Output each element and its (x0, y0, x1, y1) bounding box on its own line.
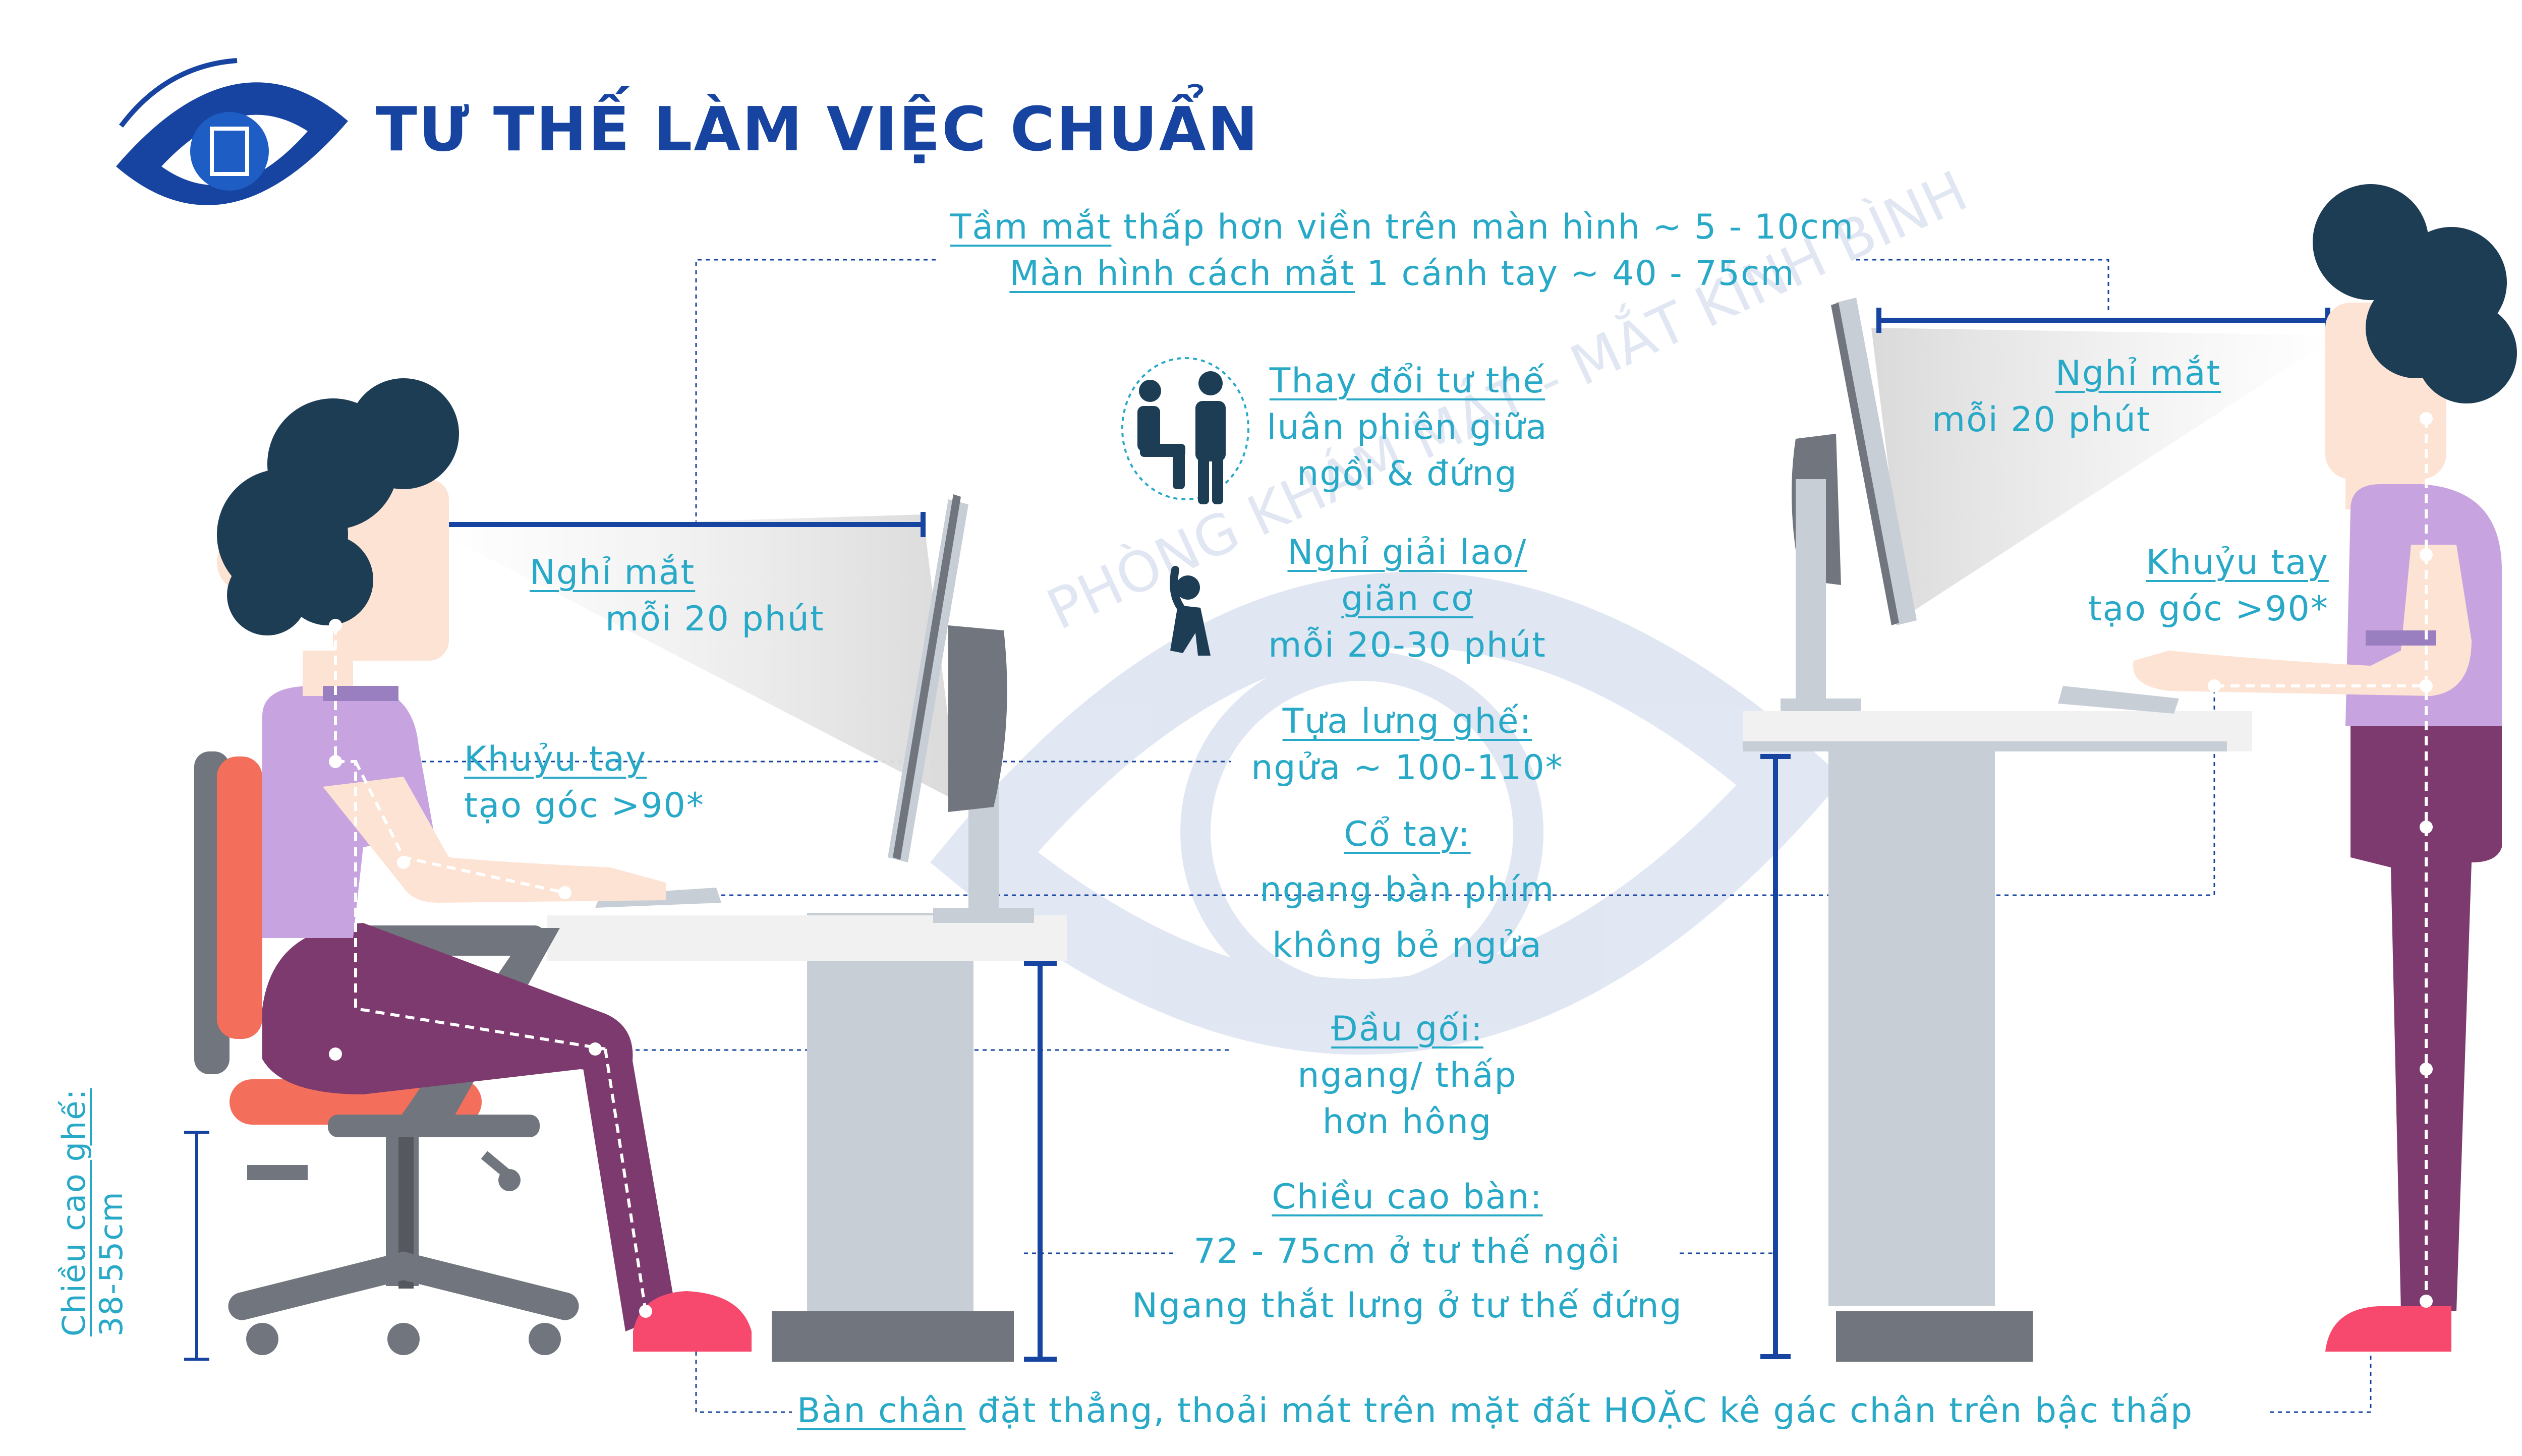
sitting-scene (184, 378, 1067, 1362)
feet-key: Bàn chân (797, 1391, 966, 1431)
stand-elbow-label: Khuỷu tay tạo góc >90* (2088, 540, 2329, 632)
sit-eye-rest-key: Nghỉ mắt (530, 553, 696, 593)
sit-elbow-label: Khuỷu tay tạo góc >90* (464, 736, 705, 829)
desk-height-label: Chiều cao bàn: 72 - 75cm ở tư thế ngồi N… (1110, 1170, 1705, 1333)
standing-scene (1743, 184, 2517, 1362)
stretch-icon (1170, 566, 1211, 656)
knee-label: Đầu gối: ngang/ thấp hơn hông (1246, 1006, 1569, 1145)
stand-eye-rest-val: mỗi 20 phút (1932, 400, 2151, 440)
screen-distance-key: Màn hình cách mắt (1009, 254, 1355, 294)
chair-height-val: 38-55cm (93, 1191, 130, 1336)
wrist-l3: không bẻ ngửa (1272, 925, 1542, 965)
desk-height-l2: 72 - 75cm ở tư thế ngồi (1193, 1232, 1621, 1271)
eye-level-label: Tầm mắt thấp hơn viền trên màn hình ~ 5 … (948, 204, 1856, 297)
backrest-val: ngửa ~ 100-110* (1251, 748, 1564, 788)
desk-height-l3: Ngang thắt lưng ở tư thế đứng (1132, 1286, 1683, 1326)
wrist-label: Cổ tay: ngang bàn phím không bẻ ngửa (1226, 807, 1589, 973)
posture-change-key: Thay đổi tư thế (1269, 361, 1545, 401)
stand-eye-rest-key: Nghỉ mắt (2055, 354, 2221, 393)
wrist-l2: ngang bàn phím (1259, 870, 1555, 910)
eye-level-text: thấp hơn viền trên màn hình ~ 5 - 10cm (1111, 207, 1855, 247)
break-val: mỗi 20-30 phút (1268, 625, 1546, 665)
desk-height-key: Chiều cao bàn: (1272, 1177, 1543, 1217)
wrist-key: Cổ tay: (1344, 814, 1471, 854)
eye-logo-icon (116, 58, 348, 205)
chair-height-key: Chiều cao ghế: (55, 1088, 92, 1336)
break-label: Nghỉ giải lao/ giãn cơ mỗi 20-30 phút (1246, 530, 1569, 669)
break-key-2: giãn cơ (1341, 579, 1473, 619)
break-key-1: Nghỉ giải lao/ (1287, 533, 1527, 572)
page-title: TƯ THẾ LÀM VIỆC CHUẨN (376, 95, 1260, 165)
chair-height-label: Chiều cao ghế: 38-55cm (55, 1088, 130, 1336)
sit-eye-rest-label: Nghỉ mắt mỗi 20 phút (530, 550, 825, 643)
eye-level-key: Tầm mắt (950, 207, 1112, 247)
feet-label: Bàn chân đặt thẳng, thoải mát trên mặt đ… (797, 1388, 2193, 1434)
posture-change-l2: luân phiên giữa (1267, 407, 1548, 447)
sit-elbow-key: Khuỷu tay (464, 739, 647, 779)
stand-elbow-key: Khuỷu tay (2146, 543, 2329, 583)
sit-elbow-val: tạo góc >90* (464, 786, 705, 826)
stand-eye-rest-label: Nghỉ mắt mỗi 20 phút (1932, 351, 2221, 443)
sit-eye-rest-val: mỗi 20 phút (605, 599, 825, 639)
backrest-label: Tựa lưng ghế: ngửa ~ 100-110* (1246, 698, 1569, 791)
backrest-key: Tựa lưng ghế: (1282, 702, 1532, 741)
knee-l3: hơn hông (1322, 1102, 1493, 1142)
sit-stand-icon (1121, 357, 1249, 504)
feet-text: đặt thẳng, thoải mát trên mặt đất HOẶC k… (965, 1391, 2194, 1431)
knee-l2: ngang/ thấp (1297, 1056, 1517, 1095)
posture-change-label: Thay đổi tư thế luân phiên giữa ngồi & đ… (1251, 358, 1564, 497)
posture-change-l3: ngồi & đứng (1297, 454, 1518, 494)
knee-key: Đầu gối: (1331, 1009, 1483, 1049)
stand-elbow-val: tạo góc >90* (2088, 589, 2329, 629)
screen-distance-text: 1 cánh tay ~ 40 - 75cm (1355, 254, 1795, 294)
